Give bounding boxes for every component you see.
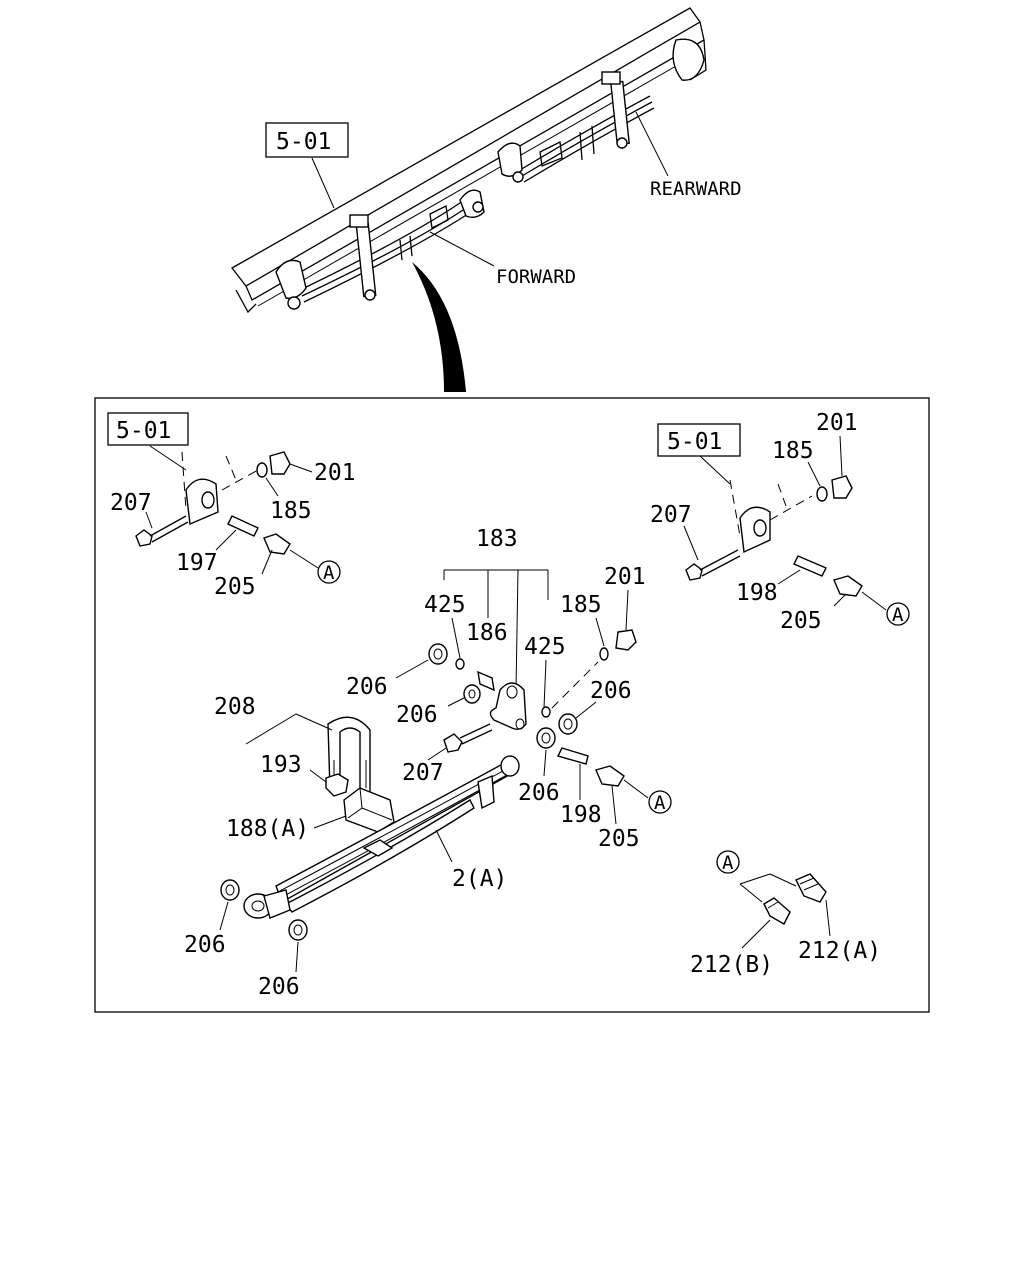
shackle-bush-lower (536, 727, 556, 749)
nipple-callout-group: A 212(B) 212(A) (690, 850, 881, 978)
frame-ref-overview: 5-01 (276, 129, 331, 155)
shackle-label-207: 207 (402, 760, 444, 786)
shackle-group: 183 425 186 425 185 201 (346, 526, 672, 852)
left-ref-a: A (323, 562, 335, 584)
right-label-205: 205 (780, 608, 822, 634)
shackle-washer-185 (599, 647, 609, 661)
spring-label-193: 193 (260, 752, 302, 778)
frame-rail-overview (231, 7, 707, 314)
detail-pointer-arrow (412, 262, 466, 392)
u-bolt (327, 716, 371, 793)
grease-nipple-212a (795, 873, 827, 903)
shackle-label-206-d: 206 (518, 780, 560, 806)
nipple-ref-a: A (722, 852, 734, 874)
left-nut (269, 451, 291, 475)
right-label-201: 201 (816, 410, 858, 436)
shackle-label-206-c: 206 (590, 678, 632, 704)
shackle-bushing (477, 670, 495, 692)
frame-ref-box-right (657, 423, 741, 457)
shackle-nut-201 (615, 629, 637, 651)
right-washer (816, 486, 828, 502)
shackle-label-185: 185 (560, 592, 602, 618)
shackle-label-198: 198 (560, 802, 602, 828)
spring-label-2a: 2(A) (452, 866, 507, 892)
eye-bush-left (220, 879, 240, 901)
shackle-label-206-a: 206 (346, 674, 388, 700)
left-label-197: 197 (176, 550, 218, 576)
frame-ref-box-left (107, 412, 189, 446)
shackle-plate (489, 682, 527, 731)
shackle-washer-right (541, 706, 551, 718)
shackle-bolt (443, 733, 463, 753)
right-ref-a: A (892, 604, 904, 626)
left-washer (256, 462, 268, 478)
grease-nipple-212b (763, 897, 791, 925)
shackle-label-201: 201 (604, 564, 646, 590)
shackle-label-425-right: 425 (524, 634, 566, 660)
right-grease-nipple (833, 575, 863, 597)
left-bracket-group: 5-01 207 197 205 185 201 A (107, 412, 356, 600)
left-pin (227, 515, 259, 537)
spring-group: 208 193 188(A) 2(A) 206 206 (184, 694, 520, 1000)
nipple-ref-a-circle (716, 850, 740, 874)
shackle-ref-a: A (654, 792, 666, 814)
spring-label-188a: 188(A) (226, 816, 309, 842)
spring-spacer (343, 787, 395, 833)
nipple-label-212b: 212(B) (690, 952, 773, 978)
left-label-185: 185 (270, 498, 312, 524)
frame-ref-left: 5-01 (116, 418, 171, 444)
detail-box (94, 397, 930, 1013)
rearward-label: REARWARD (650, 178, 742, 200)
right-ref-a-circle (886, 602, 910, 626)
frame-ref-right: 5-01 (667, 429, 722, 455)
shackle-label-205: 205 (598, 826, 640, 852)
right-bracket-group: 5-01 207 198 205 185 201 A (650, 410, 910, 634)
left-label-201: 201 (314, 460, 356, 486)
right-nut (831, 475, 853, 499)
right-bolt (685, 563, 703, 581)
right-label-207: 207 (650, 502, 692, 528)
shackle-bush-right (558, 713, 578, 735)
frame-ref-box-overview (265, 122, 349, 158)
spring-label-206-right: 206 (258, 974, 300, 1000)
spring-label-206-left: 206 (184, 932, 226, 958)
left-label-205: 205 (214, 574, 256, 600)
shackle-bush-mid-left (463, 684, 481, 704)
shackle-washer-left (455, 658, 465, 670)
shackle-bush-upper-left (428, 643, 448, 665)
left-bolt (135, 529, 153, 547)
shackle-label-425-left: 425 (424, 592, 466, 618)
nipple-label-212a: 212(A) (798, 938, 881, 964)
shackle-ref-a-circle (648, 790, 672, 814)
eye-bush-right (288, 919, 308, 941)
spring-label-208: 208 (214, 694, 256, 720)
forward-label: FORWARD (496, 266, 576, 288)
right-label-198: 198 (736, 580, 778, 606)
shackle-label-206-b: 206 (396, 702, 438, 728)
right-label-185: 185 (772, 438, 814, 464)
shackle-pin (556, 747, 589, 765)
right-pin (793, 555, 827, 577)
left-ref-a-circle (317, 560, 341, 584)
shackle-label-186: 186 (466, 620, 508, 646)
shackle-grease-nipple (595, 765, 625, 787)
shackle-label-183: 183 (476, 526, 518, 552)
left-label-207: 207 (110, 490, 152, 516)
left-grease-nipple (263, 533, 291, 555)
u-bolt-nut (325, 773, 349, 797)
